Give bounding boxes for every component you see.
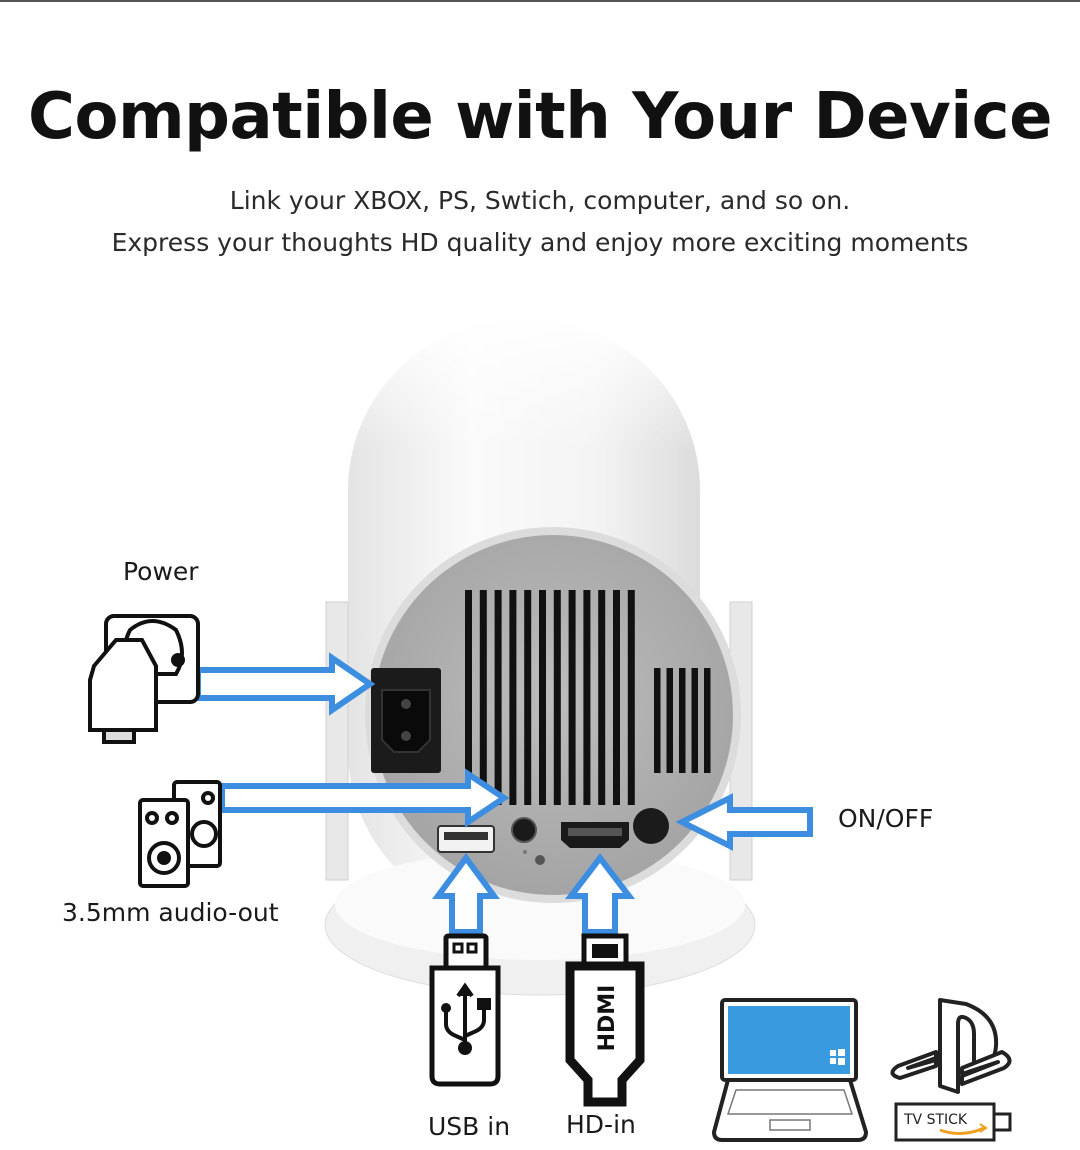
arrow-hdmi <box>564 853 636 935</box>
vent-slat <box>494 590 502 805</box>
laptop-icon <box>711 998 869 1142</box>
arrow-audio <box>219 768 510 828</box>
speaker-icon <box>138 780 222 888</box>
usb-plug-icon <box>429 933 501 1087</box>
playstation-icon <box>890 998 1012 1094</box>
subtitle-line-2: Express your thoughts HD quality and enj… <box>111 228 969 257</box>
vent-slat <box>568 590 576 805</box>
vent-slat <box>524 590 532 805</box>
usb-port <box>437 825 495 853</box>
onoff-label: ON/OFF <box>838 804 934 833</box>
vent-slat <box>509 590 517 805</box>
vent-slat <box>654 668 661 773</box>
audio-jack <box>511 817 537 843</box>
vent-slat <box>691 668 698 773</box>
vent-slat <box>679 668 686 773</box>
screw <box>535 855 545 865</box>
vent-slat <box>627 590 635 805</box>
subtitle-line-1: Link your XBOX, PS, Swtich, computer, an… <box>229 186 851 215</box>
vent-grille-small <box>654 668 711 773</box>
power-button <box>633 808 669 844</box>
hdmi-text: HDMI <box>595 985 620 1052</box>
vent-slat <box>598 590 606 805</box>
vent-grille-large <box>465 590 635 805</box>
power-input-port <box>371 668 441 773</box>
top-divider <box>0 0 1080 2</box>
hd-in-label: HD-in <box>566 1110 636 1139</box>
vent-slat <box>583 590 591 805</box>
hdmi-plug-icon: HDMI <box>565 933 645 1107</box>
arrow-onoff <box>675 793 813 851</box>
usb-in-label: USB in <box>428 1112 511 1141</box>
vent-slat <box>553 590 561 805</box>
arrow-power <box>195 652 376 716</box>
vent-slat <box>465 590 472 805</box>
vent-slat <box>539 590 546 805</box>
arrow-usb <box>432 852 500 935</box>
vent-slat <box>704 668 711 773</box>
vent-slat <box>613 590 620 805</box>
hdmi-port <box>561 822 629 848</box>
tv-stick-text: TV STICK <box>903 1112 968 1128</box>
projector-illustration: HDMI TV STICK <box>88 310 1012 1142</box>
arrows <box>195 652 813 935</box>
vent-slat <box>479 590 487 805</box>
page-title: Compatible with Your Device <box>28 80 1052 154</box>
vent-slat <box>666 668 673 773</box>
power-socket-icon <box>88 614 200 744</box>
audio-out-label: 3.5mm audio-out <box>62 898 279 927</box>
tv-stick-icon: TV STICK <box>894 1102 1012 1142</box>
windows-icon <box>830 1049 845 1065</box>
power-label: Power <box>123 557 199 586</box>
